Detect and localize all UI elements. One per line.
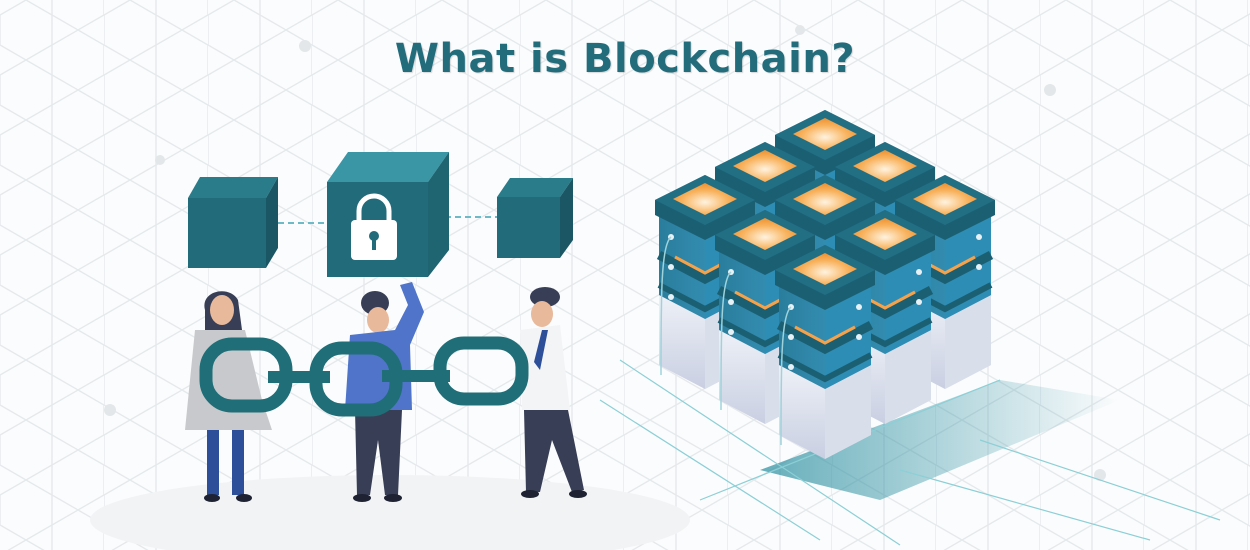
person-man-center [345,282,424,502]
lock-icon [351,193,397,260]
person-man-right [520,287,587,498]
chain-links [199,336,529,417]
block-left [188,177,278,268]
block-center-locked [327,152,449,277]
page-title: What is Blockchain? [394,36,856,82]
block-right [497,178,573,258]
person-woman [185,291,272,502]
